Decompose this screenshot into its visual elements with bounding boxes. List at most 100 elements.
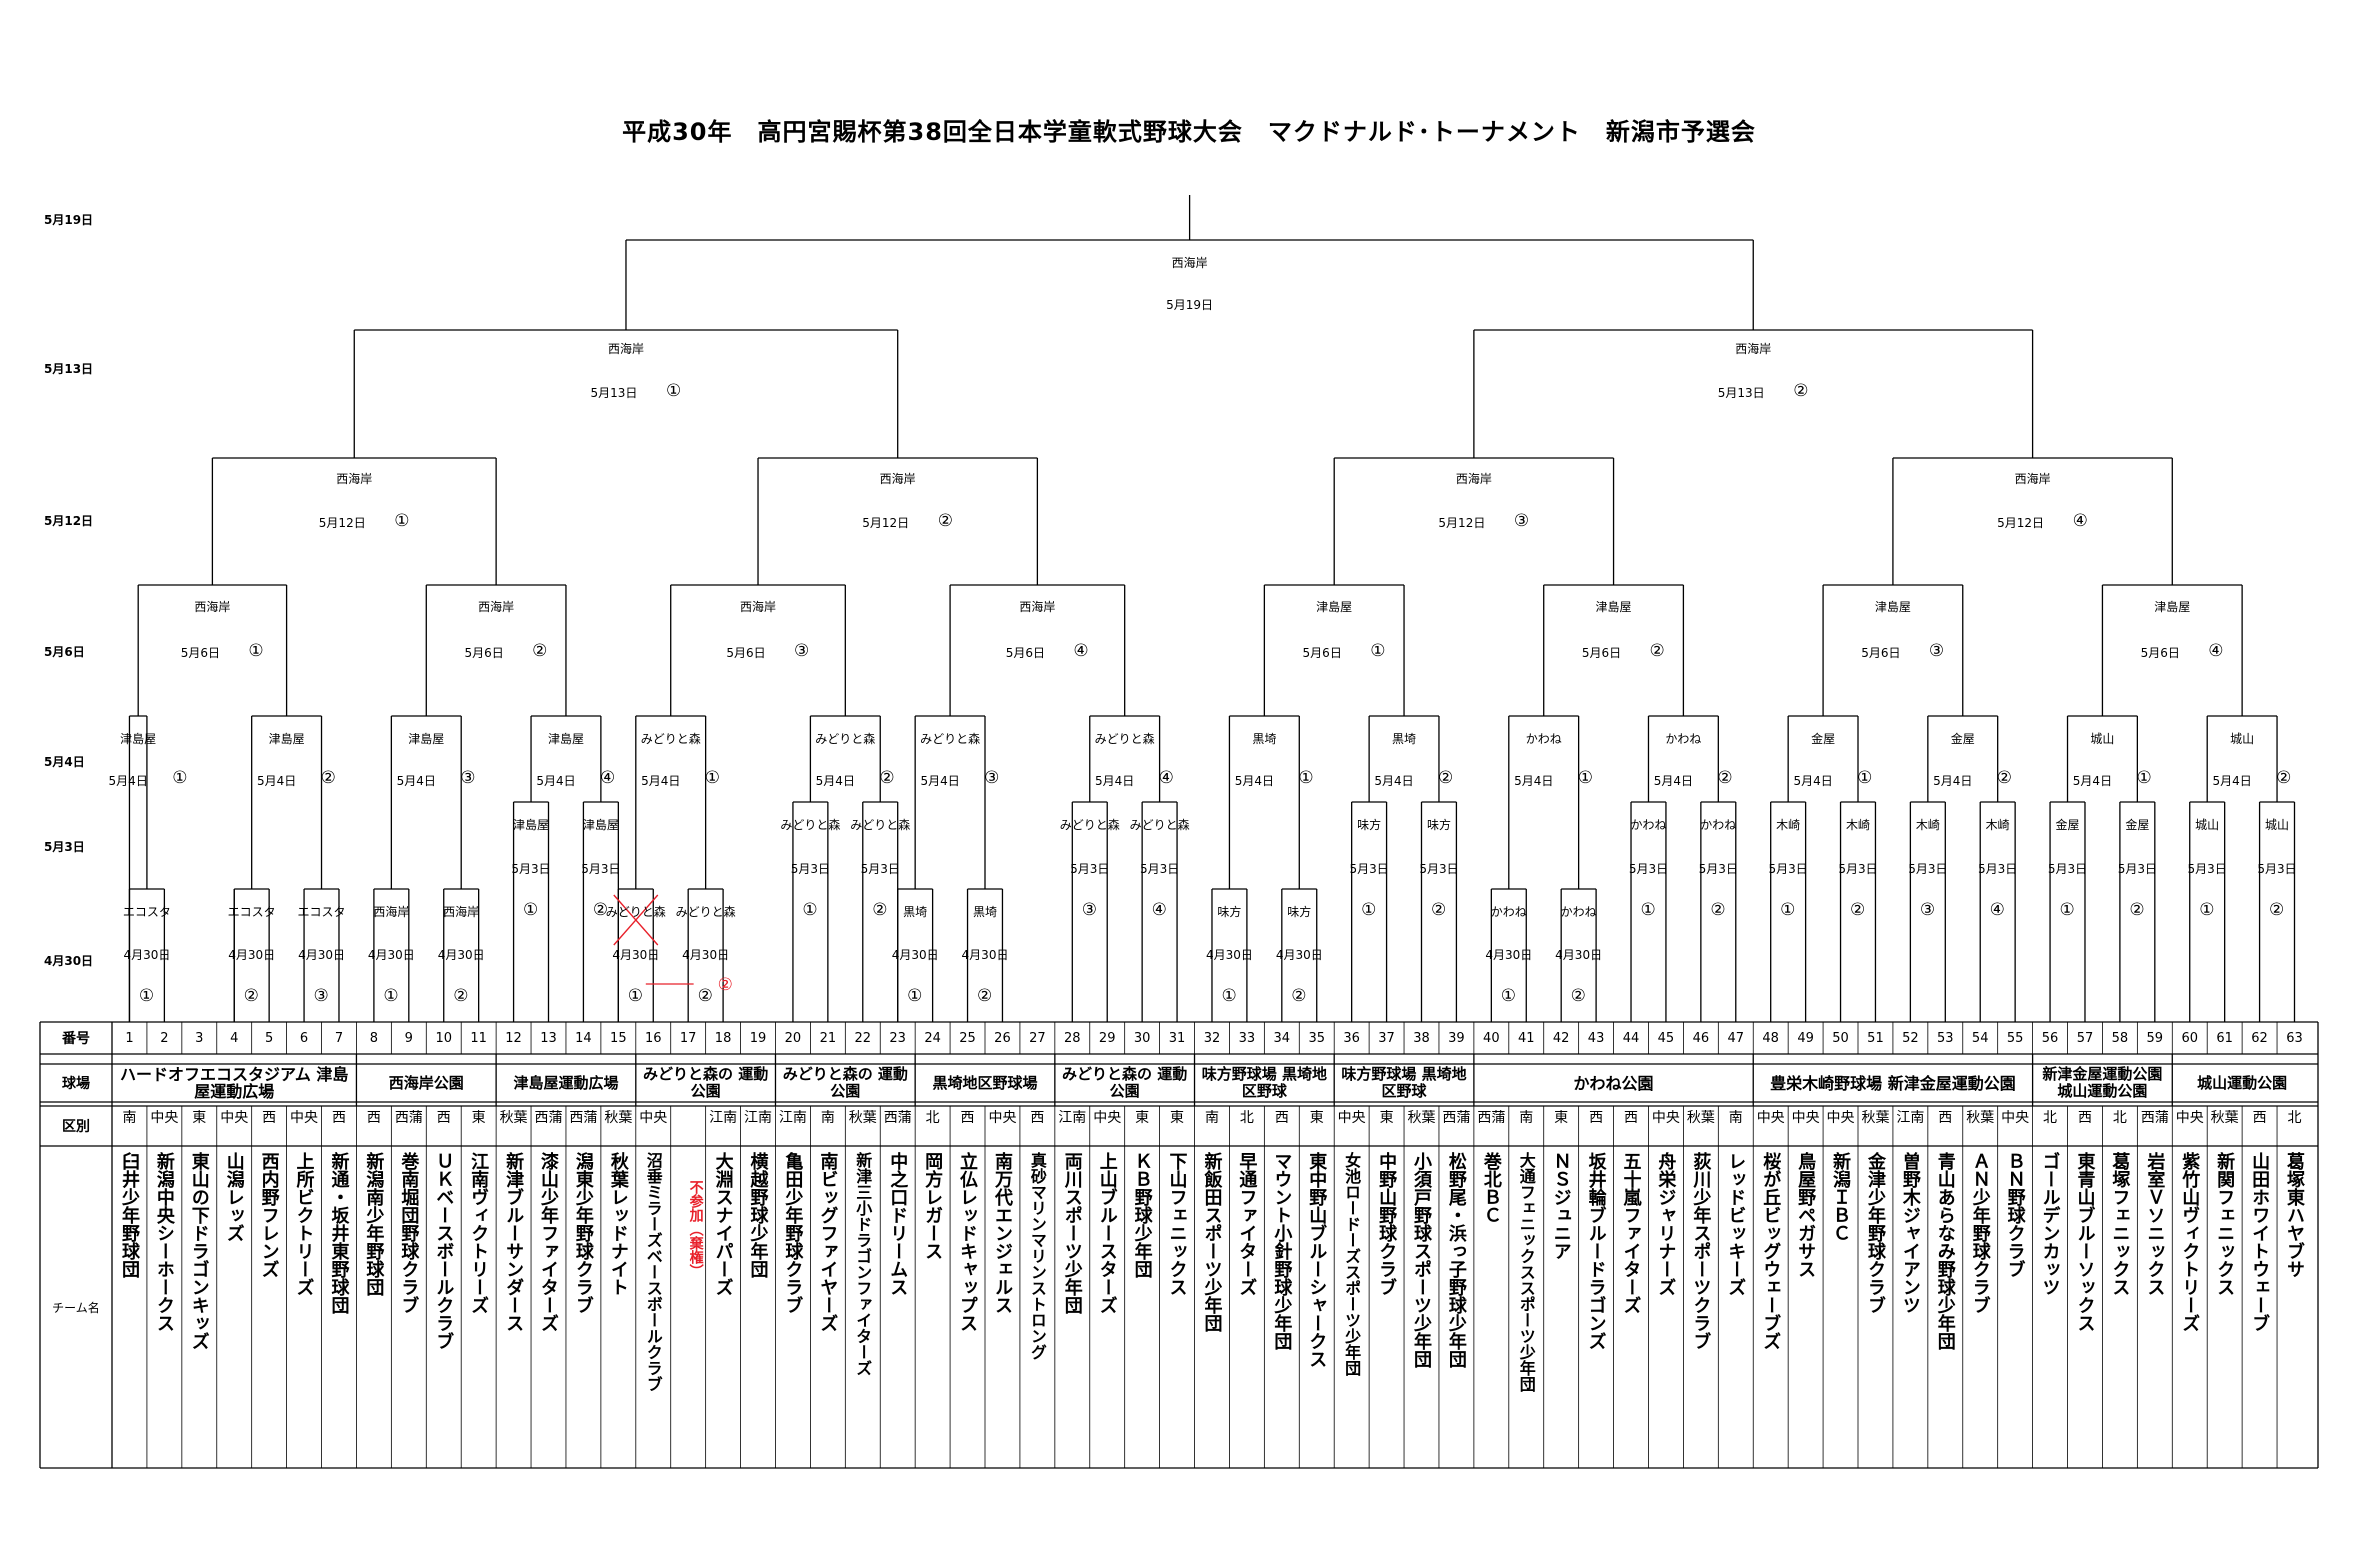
withdrawn-match-mark: ② [717,975,733,995]
district-cell: 西 [262,1110,277,1126]
round32-venue-label: 金屋 [1811,732,1836,746]
district-cell: 東 [471,1110,486,1126]
district-cell: 西蒲 [1477,1110,1506,1126]
district-cell: 江南 [744,1110,772,1126]
team-name: 新通・坂井東野球団 [328,1152,350,1314]
district-cell: 西 [1030,1110,1045,1126]
date-label-quarterfinal: 5月12日 [44,514,94,528]
district-cell: 江南 [778,1110,807,1126]
venue-cell: 味方野球場 黒埼地区野球 [1201,1065,1327,1100]
page-title: 平成30年 高円宮賜杯第38回全日本学童軟式野球大会 マクドナルド･トーナメント… [622,118,1756,146]
may3-venue-label: 木崎 [1776,818,1801,832]
district-cell: 東 [1170,1110,1185,1126]
final-date-label: 5月19日 [1166,298,1214,312]
round16-date-label: 5月6日 [726,646,766,660]
team-name: 横越野球少年団 [747,1152,769,1278]
apr30-match-number: ① [383,986,399,1006]
team-number: 37 [1378,1030,1395,1046]
round16-match-number: ① [248,641,264,661]
round16-date-label: 5月6日 [464,646,504,660]
semifinal-match-number: ① [665,381,682,401]
district-cell: 西蒲 [1442,1110,1471,1126]
date-label-round16: 5月6日 [44,645,85,659]
round32-match-number: ① [1857,768,1873,788]
team-number: 24 [924,1030,941,1046]
venue-cell: 津島屋運動広場 [513,1073,619,1092]
district-cell: 中央 [1826,1110,1855,1126]
semifinal-match-number: ② [1793,381,1809,401]
may3-match-number: ② [1710,900,1726,920]
apr30-date-label: 4月30日 [1485,948,1533,962]
apr30-venue-label: エコスタ [122,905,171,919]
district-cell: 北 [925,1110,940,1126]
round32-date-label: 5月4日 [396,774,436,788]
final-venue-label: 西海岸 [1171,256,1208,270]
apr30-match-number: ② [1291,986,1307,1006]
team-number: 58 [2111,1030,2129,1046]
round32-date-label: 5月4日 [536,774,576,788]
team-name: ＫＢ野球少年団 [1131,1152,1153,1278]
district-cell: 中央 [988,1110,1017,1126]
team-name: 新潟ＩＢＣ [1830,1152,1852,1242]
row-header-district: 区別 [62,1119,90,1135]
team-name: 臼井少年野球団 [118,1152,140,1278]
district-cell: 西 [960,1110,975,1126]
round32-match-number: ① [172,768,188,788]
team-name: 新潟南少年野球団 [363,1152,385,1296]
may3-date-label: 5月3日 [511,862,551,876]
district-cell: 東 [1135,1110,1150,1126]
round16-match-number: ④ [1073,641,1089,661]
round32-match-number: ③ [984,768,1000,788]
team-name: 沼垂ミラーズベースボールクラブ [643,1152,663,1392]
team-name: 中之口ドリームス [887,1152,909,1296]
round32-date-label: 5月4日 [920,774,960,788]
date-label-final: 5月19日 [44,213,94,227]
team-name: 新津三小ドラゴンファイターズ [853,1152,873,1376]
may3-match-number: ② [2129,900,2145,920]
may3-date-label: 5月3日 [2117,862,2157,876]
district-cell: 秋葉 [1686,1110,1715,1126]
team-number: 22 [854,1030,872,1046]
district-cell: 西蒲 [569,1110,598,1126]
district-cell: 西 [1938,1110,1953,1126]
apr30-date-label: 4月30日 [1205,948,1253,962]
district-cell: 秋葉 [499,1110,528,1126]
semifinal-venue-label: 西海岸 [1735,342,1772,356]
team-name: 新潟中央シーホークス [153,1152,175,1332]
team-number: 32 [1203,1030,1221,1046]
date-label-semifinal: 5月13日 [44,362,94,376]
quarterfinal-match-number: ① [394,511,410,531]
team-name: ＮＳジュニア [1550,1152,1572,1260]
may3-venue-label: 木崎 [1915,818,1940,832]
may3-match-number: ① [1361,900,1377,920]
apr30-match-number: ① [1221,986,1237,1006]
quarterfinal-date-label: 5月12日 [1997,516,2045,530]
round32-venue-label: 津島屋 [268,732,305,746]
team-number: 20 [784,1030,802,1046]
district-cell: 江南 [1058,1110,1087,1126]
apr30-date-label: 4月30日 [437,948,485,962]
round16-venue-label: 西海岸 [194,600,231,614]
date-label-round32: 5月4日 [44,755,85,769]
district-cell: 江南 [1896,1110,1925,1126]
team-name: 大淵スナイパーズ [712,1152,734,1296]
venue-cell: 味方野球場 黒埼地区野球 [1341,1065,1467,1100]
apr30-date-label: 4月30日 [891,948,939,962]
round32-date-label: 5月4日 [1933,774,1973,788]
district-cell: 南 [1204,1110,1219,1126]
may3-match-number: ② [1850,900,1866,920]
team-name: 山潟レッズ [223,1152,245,1242]
round32-date-label: 5月4日 [108,774,148,788]
may3-venue-label: かわね [1700,818,1737,832]
apr30-date-label: 4月30日 [961,948,1009,962]
team-name: 桜が丘ビッグウェーブズ [1760,1152,1782,1350]
district-cell: 秋葉 [2210,1110,2239,1126]
round16-date-label: 5月6日 [1861,646,1901,660]
apr30-date-label: 4月30日 [612,948,660,962]
round32-date-label: 5月4日 [1514,774,1554,788]
district-cell: 西 [2252,1110,2267,1126]
may3-venue-label: 味方 [1357,818,1382,832]
district-cell: 西 [2077,1110,2092,1126]
quarterfinal-venue-label: 西海岸 [879,472,916,486]
team-number: 50 [1832,1030,1849,1046]
